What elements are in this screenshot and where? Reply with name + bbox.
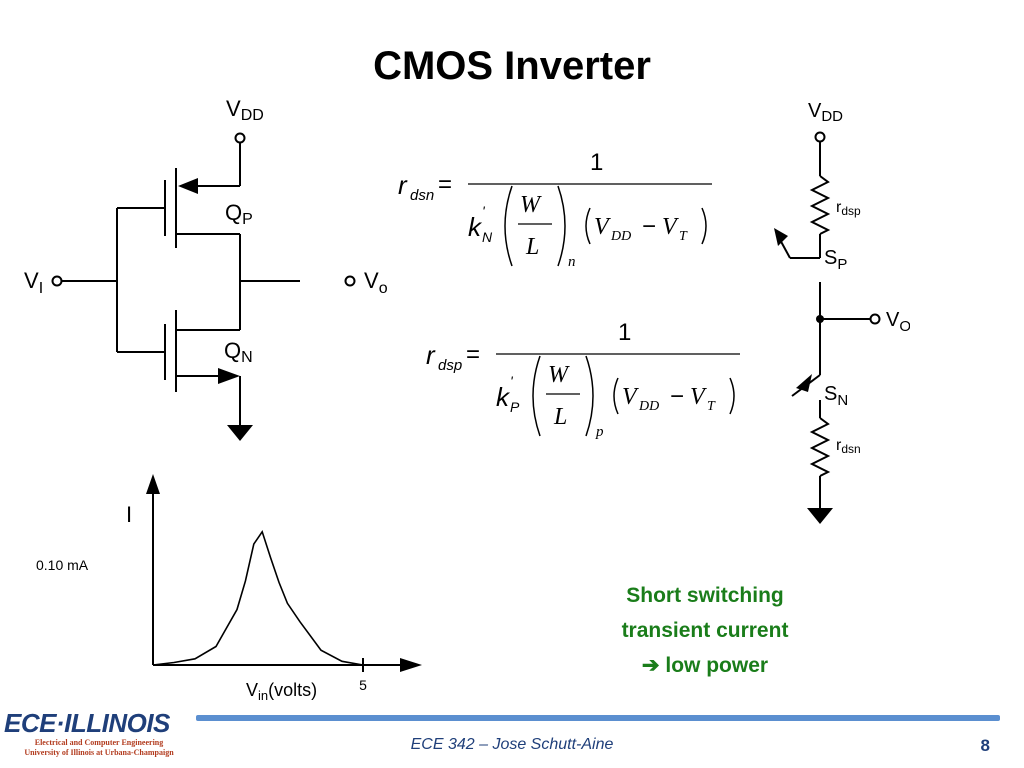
footer-course-text: ECE 342 – Jose Schutt-Aine [410,736,614,753]
eq2-lhs: r [426,340,436,370]
y-marker-label: 0.10 mA [36,557,89,573]
current-curve [152,530,364,666]
eq2-k-prime: ' [510,373,514,389]
eq2-l: L [553,404,567,430]
x-axis-label: Vin(volts) [246,680,317,703]
eq1-lhs-sub: dsn [410,187,434,204]
eq1-w: W [520,192,542,218]
cmos-inverter-schematic [51,132,300,441]
rdsn-label: rdsn [836,437,861,456]
eq1-vdd-sub: DD [610,229,631,244]
right-arrow-icon: ➔ [641,654,660,677]
eq1-lhs: r [398,170,408,200]
eq1-v: V [594,214,611,240]
eq1-numerator: 1 [590,149,603,176]
eq1-minus: − [642,213,656,240]
sn-label: SN [824,383,848,409]
eq2-equals: = [466,341,480,368]
rdsp-label: rdsp [836,199,861,218]
y-axis-label: I [126,502,132,527]
right-vdd-label: VDD [808,100,843,125]
page-number: 8 [980,736,990,755]
eq1-wl-sub: n [568,254,576,270]
eq1-k-sub: N [482,229,493,245]
callout-line-1: Short switching [626,584,784,607]
switch-model-schematic [774,131,881,524]
switch-model-labels: VDD rdsp SP VO SN rdsn [808,100,910,456]
eq2-wl-sub: p [595,424,604,440]
vdd-label: VDD [226,96,264,124]
eq2-minus: − [670,383,684,410]
eq2-lhs-sub: dsp [438,357,462,374]
switching-callout: Short switching transient current ➔ low … [590,578,820,683]
eq2-numerator: 1 [618,319,631,346]
eq1-k: k [468,212,483,242]
y-axis-arrow [146,474,160,494]
qn-label: QN [224,338,253,366]
eq2-v: V [622,384,639,410]
eq1-k-prime: ' [482,203,486,219]
qp-label: QP [225,200,253,228]
cmos-inverter-labels: VDD QP QN VI Vo [24,96,388,366]
callout-line-3: ➔ low power [641,654,769,677]
eq2-vdd-sub: DD [638,399,659,414]
vo-label: Vo [364,268,388,297]
eq2-vt-sub: T [707,399,716,414]
x-tick-label: 5 [359,677,367,693]
switching-current-chart: I 0.10 mA 5 Vin(volts) [36,474,422,703]
eq1-equals: = [438,171,452,198]
logo-line-1: Electrical and Computer Engineering [34,738,164,747]
eq2-w: W [548,362,570,388]
eq2-k: k [496,382,511,412]
equation-rdsp: r dsp = 1 k ' P W L p V DD − V T [426,319,740,440]
eq2-k-sub: P [510,399,520,415]
callout-line-2: transient current [621,619,789,642]
equation-rdsn: r dsn = 1 k ' N W L n V DD − V T [398,149,712,270]
sp-label: SP [824,247,847,273]
ece-illinois-logo: ECE·ILLINOIS Electrical and Computer Eng… [4,708,194,758]
eq1-l: L [525,234,539,260]
slide-title: CMOS Inverter [373,44,651,88]
logo-line-2: University of Illinois at Urbana-Champai… [24,748,174,757]
vi-label: VI [24,268,43,297]
footer-divider [196,715,1000,721]
right-vo-label: VO [886,309,910,335]
eq2-v2: V [690,384,707,410]
eq1-v2: V [662,214,679,240]
eq1-vt-sub: T [679,229,688,244]
x-axis-arrow [400,658,422,672]
logo-mark: ECE·ILLINOIS [4,708,170,738]
